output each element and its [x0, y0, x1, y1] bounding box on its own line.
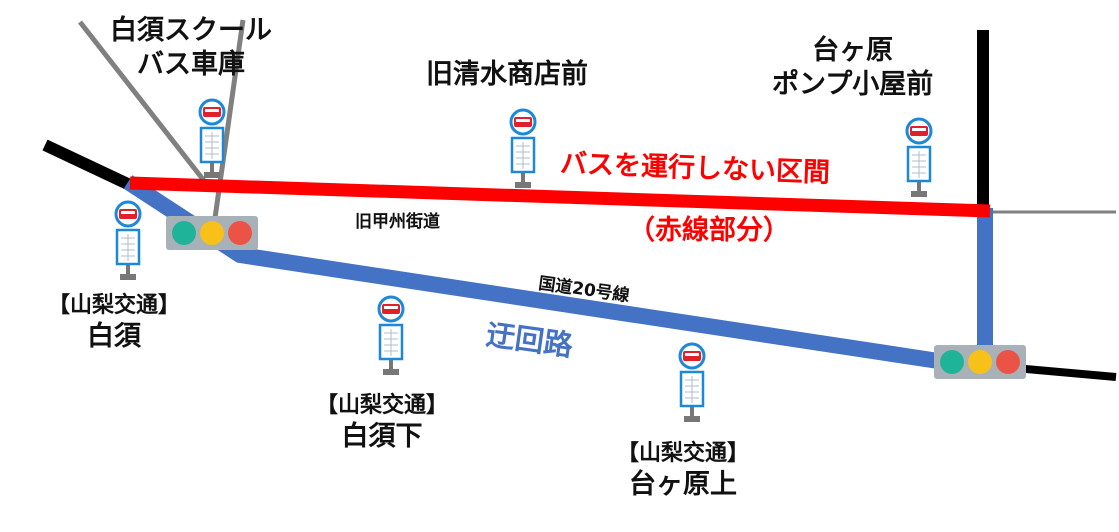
stop-label-old-shimizu: 旧清水商店前 [426, 59, 588, 90]
stop-name-line: 白須下 [341, 420, 423, 452]
closed-section-line [129, 176, 991, 218]
stop-label-shirasu: 【山梨交通】 白須 [48, 292, 180, 353]
side-road [78, 20, 207, 184]
bus-stop-icon [678, 342, 706, 424]
stop-label-daigahara-pump: 台ヶ原 ポンプ小屋前 [772, 34, 933, 102]
bus-stop-icon [509, 108, 537, 190]
operator-label: 【山梨交通】 [48, 293, 181, 318]
traffic-light-icon [934, 345, 1026, 379]
traffic-light-icon [166, 216, 258, 250]
stop-label-shirasu-school: 白須スクール バス車庫 [110, 14, 272, 82]
main-road [42, 139, 135, 192]
operator-label: 【山梨交通】 [316, 393, 449, 418]
detour-route [123, 175, 947, 370]
stop-name-line: 白須スクール [110, 15, 272, 46]
stop-label-shirasu-shita: 【山梨交通】 白須下 [316, 392, 448, 453]
stop-label-daigahara-kami: 【山梨交通】 台ヶ原上 [617, 440, 749, 501]
bus-stop-icon [114, 200, 142, 282]
stop-name-line: 白須 [87, 320, 141, 352]
road-label-old-koshu: 旧甲州街道 [355, 212, 440, 232]
operator-label: 【山梨交通】 [617, 441, 750, 466]
stop-name-line: ポンプ小屋前 [772, 68, 934, 100]
main-road [1014, 364, 1117, 381]
closed-section-sublabel: （赤線部分） [628, 215, 790, 246]
stop-name-line: 台ヶ原 [812, 35, 894, 66]
bus-stop-icon [377, 295, 405, 377]
stop-name-line: バス車庫 [137, 48, 245, 80]
bus-stop-icon [905, 117, 933, 199]
stop-name-line: 台ヶ原上 [629, 468, 737, 500]
